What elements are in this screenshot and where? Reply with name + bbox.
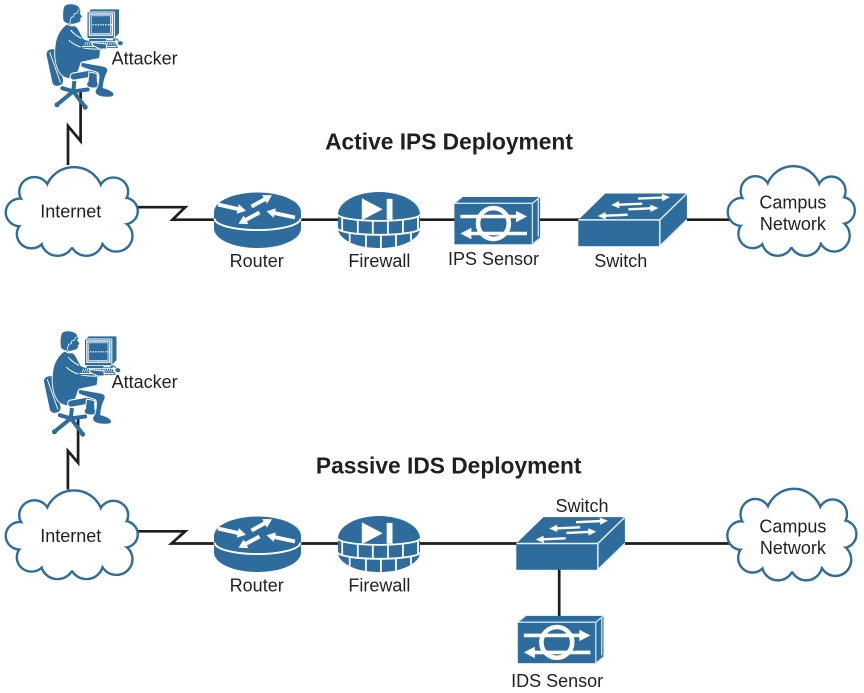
- svg-text:Router: Router: [230, 575, 284, 595]
- svg-text:Campus: Campus: [759, 192, 826, 212]
- svg-text:Switch: Switch: [594, 251, 647, 271]
- svg-text:Attacker: Attacker: [112, 372, 178, 392]
- svg-text:IPS Sensor: IPS Sensor: [448, 249, 539, 269]
- svg-text:Network: Network: [760, 214, 827, 234]
- svg-text:Active IPS Deployment: Active IPS Deployment: [325, 129, 573, 155]
- svg-text:Internet: Internet: [40, 526, 101, 546]
- svg-text:Passive IDS Deployment: Passive IDS Deployment: [316, 453, 582, 479]
- svg-text:Router: Router: [230, 251, 284, 271]
- svg-text:Internet: Internet: [40, 202, 101, 222]
- svg-text:Firewall: Firewall: [348, 575, 410, 595]
- svg-text:Attacker: Attacker: [112, 49, 178, 69]
- svg-text:Firewall: Firewall: [348, 251, 410, 271]
- svg-text:Campus: Campus: [759, 516, 826, 536]
- svg-text:Switch: Switch: [555, 496, 608, 516]
- svg-text:IDS Sensor: IDS Sensor: [511, 671, 603, 688]
- svg-text:Network: Network: [760, 538, 827, 558]
